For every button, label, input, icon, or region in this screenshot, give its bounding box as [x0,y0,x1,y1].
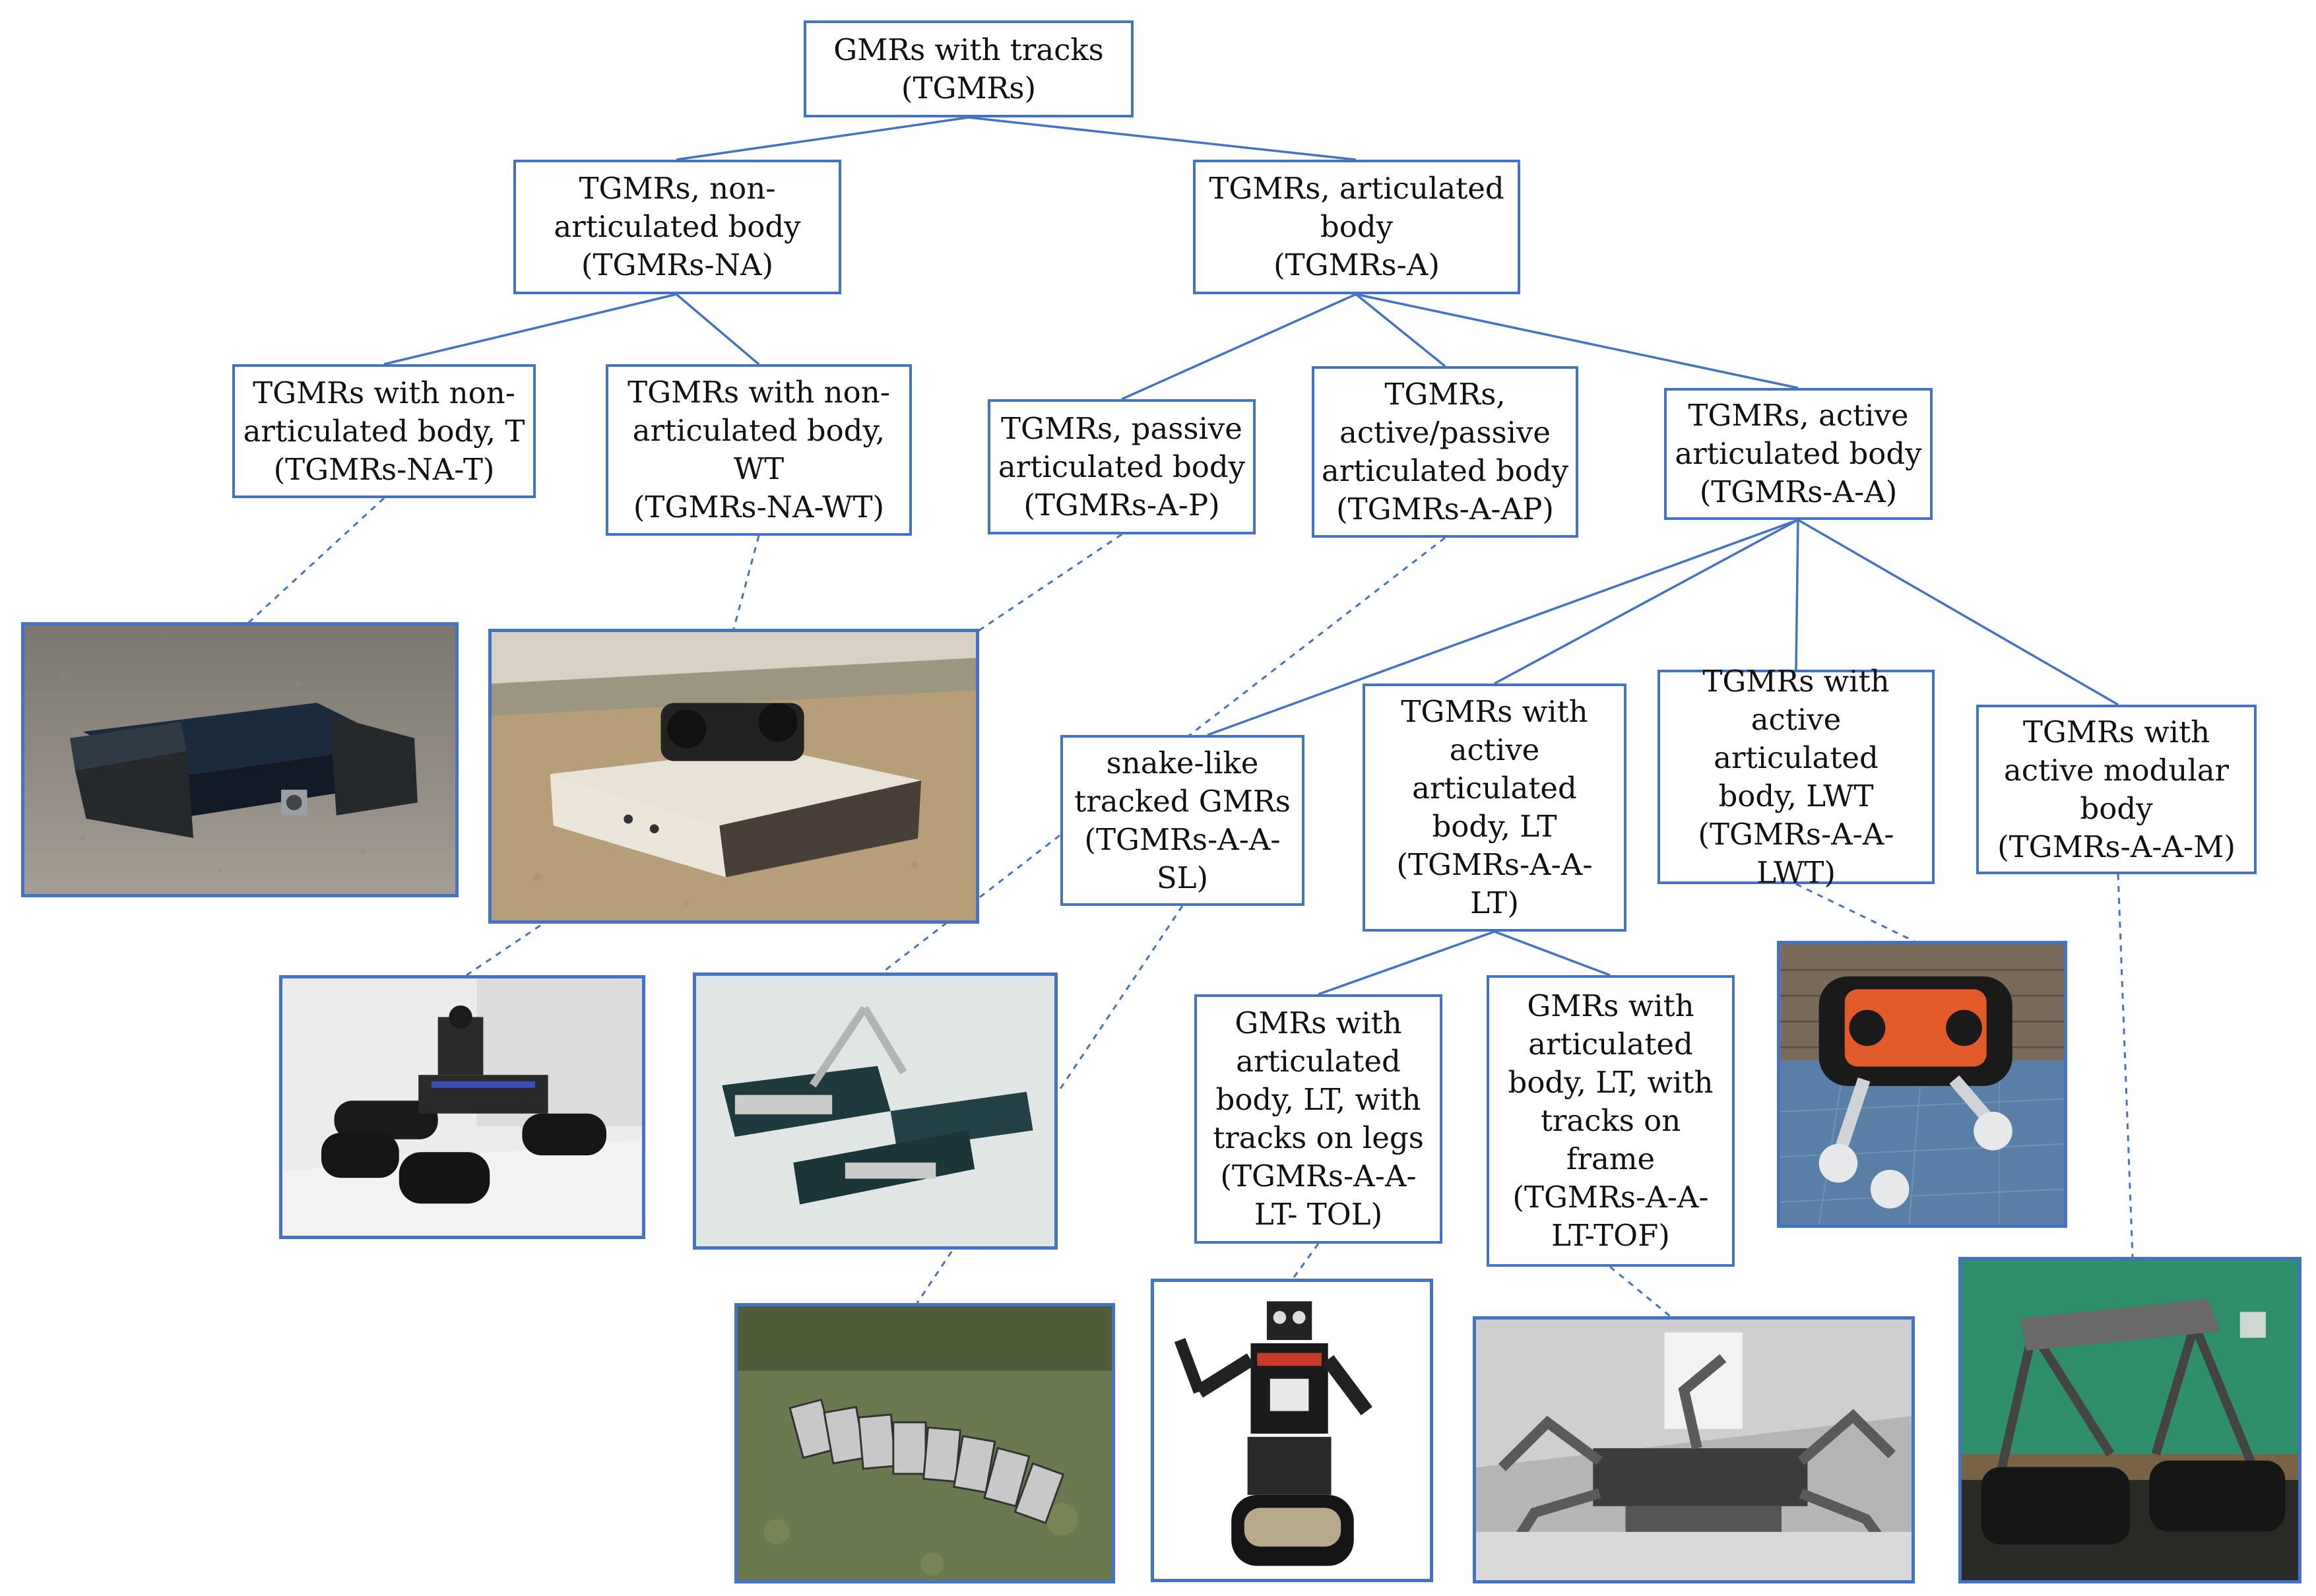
dash-na-wt [732,535,760,629]
edge-a-a-m [1797,519,2119,706]
edge-a-a-lwt [1795,519,1799,670]
edge-a-a-a [1355,293,1799,389]
humanoid-tracked-robot-photo [1151,1279,1433,1582]
node-tgmrs-a-p: TGMRs, passive articulated body (TGMRs-A… [988,399,1256,534]
dash-m [2117,874,2134,1258]
tracked-robot-a-p-photo [279,975,645,1239]
node-tgmrs-a-a-lt-tof: GMRs with articulated body, LT, with tra… [1487,975,1735,1267]
dash-lwt [1795,883,1915,943]
snake-robot-photo [734,1303,1115,1583]
node-tgmrs-a-a-lt: TGMRs with active articulated body, LT (… [1363,684,1626,932]
node-tgmrs-na-t: TGMRs with non- articulated body, T (TGM… [232,364,536,498]
node-tgmrs-a-a-lt-tol: GMRs with articulated body, LT, with tra… [1194,994,1442,1244]
edge-a-a-ap [1355,293,1446,367]
edge-a-a-p [1121,293,1357,400]
node-tgmrs-na-wt: TGMRs with non- articulated body, WT (TG… [606,364,912,536]
dash-na-t [244,497,385,627]
edge-a-a-sl [1207,519,1799,736]
node-tgmrs-a: TGMRs, articulated body (TGMRs-A) [1193,160,1520,294]
node-tgmrs: GMRs with tracks (TGMRs) [804,20,1134,117]
tracked-robot-a-ap-photo [693,973,1058,1250]
node-tgmrs-a-a: TGMRs, active articulated body (TGMRs-A-… [1664,388,1933,520]
dash-tof [1609,1265,1673,1320]
edge-na-na-t [383,293,677,366]
tracked-robot-na-t-photo [21,622,459,897]
node-tgmrs-a-a-lwt: TGMRs with active articulated body, LWT … [1657,664,1935,890]
lwt-robot-photo [1777,941,2067,1228]
node-tgmrs-a-a-m: TGMRs with active modular body (TGMRs-A-… [1976,705,2257,874]
edge-na-na-wt [675,293,760,366]
node-tgmrs-a-a-sl: snake-like tracked GMRs (TGMRs-A-A- SL) [1060,735,1304,906]
edge-root-na [676,116,969,161]
node-tgmrs-na: TGMRs, non- articulated body (TGMRs-NA) [513,160,841,294]
edge-a-a-lt [1494,519,1799,685]
dash-tol [1291,1243,1320,1281]
modular-robot-photo [1958,1257,2301,1583]
edge-lt-tof [1494,930,1611,976]
edge-lt-tol [1318,930,1495,996]
edge-root-a [968,116,1357,161]
tracked-robot-na-wt-photo [488,629,979,924]
node-tgmrs-a-ap: TGMRs, active/passive articulated body (… [1312,366,1578,538]
hexapod-tracked-robot-photo [1473,1316,1915,1583]
